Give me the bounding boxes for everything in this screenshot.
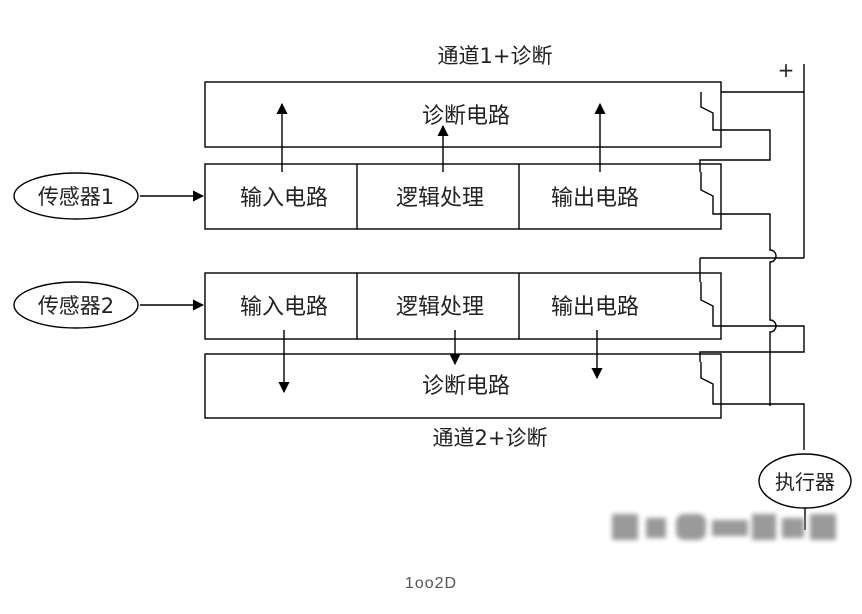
ch2-input-label: 输入电路 <box>240 295 328 320</box>
diag1-label: 诊断电路 <box>422 104 510 129</box>
sensor-2-label: 传感器2 <box>38 294 114 318</box>
diag2-label: 诊断电路 <box>422 374 510 399</box>
channel2-row-box <box>204 272 722 340</box>
ch2-output-label: 输出电路 <box>551 295 639 320</box>
sensor-1-node <box>13 172 139 220</box>
switch-contact-4 <box>700 362 721 405</box>
channel1-row-box <box>204 163 722 230</box>
ch2-logic-label: 逻辑处理 <box>396 295 484 320</box>
sensor-2-node <box>13 281 139 329</box>
switch-contact-3 <box>700 282 721 327</box>
channel2-diag-box <box>204 353 722 419</box>
ch1-output-label: 输出电路 <box>551 186 639 211</box>
switch-contact-1 <box>700 92 721 131</box>
channel1-diag-box <box>204 81 722 148</box>
watermark <box>612 514 836 540</box>
sensor-1-label: 传感器1 <box>38 185 114 209</box>
channel2-title: 通道2+诊断 <box>433 426 548 450</box>
channel1-title: 通道1+诊断 <box>438 44 553 68</box>
ch1-input-label: 输入电路 <box>240 186 328 211</box>
figure-caption: 1oo2D <box>404 575 458 592</box>
actuator-label: 执行器 <box>775 470 835 494</box>
ch1-logic-label: 逻辑处理 <box>396 186 484 211</box>
switch-contact-2 <box>700 172 721 215</box>
plus-sign: + <box>778 58 795 82</box>
